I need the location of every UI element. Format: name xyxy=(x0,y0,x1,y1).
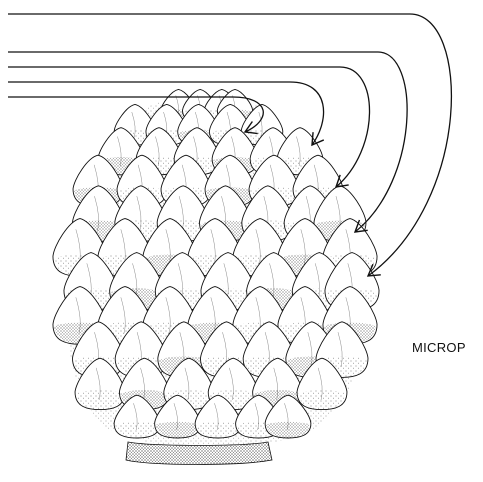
microsporangium-label: MICROP xyxy=(412,340,466,355)
cone-scales xyxy=(53,89,379,438)
